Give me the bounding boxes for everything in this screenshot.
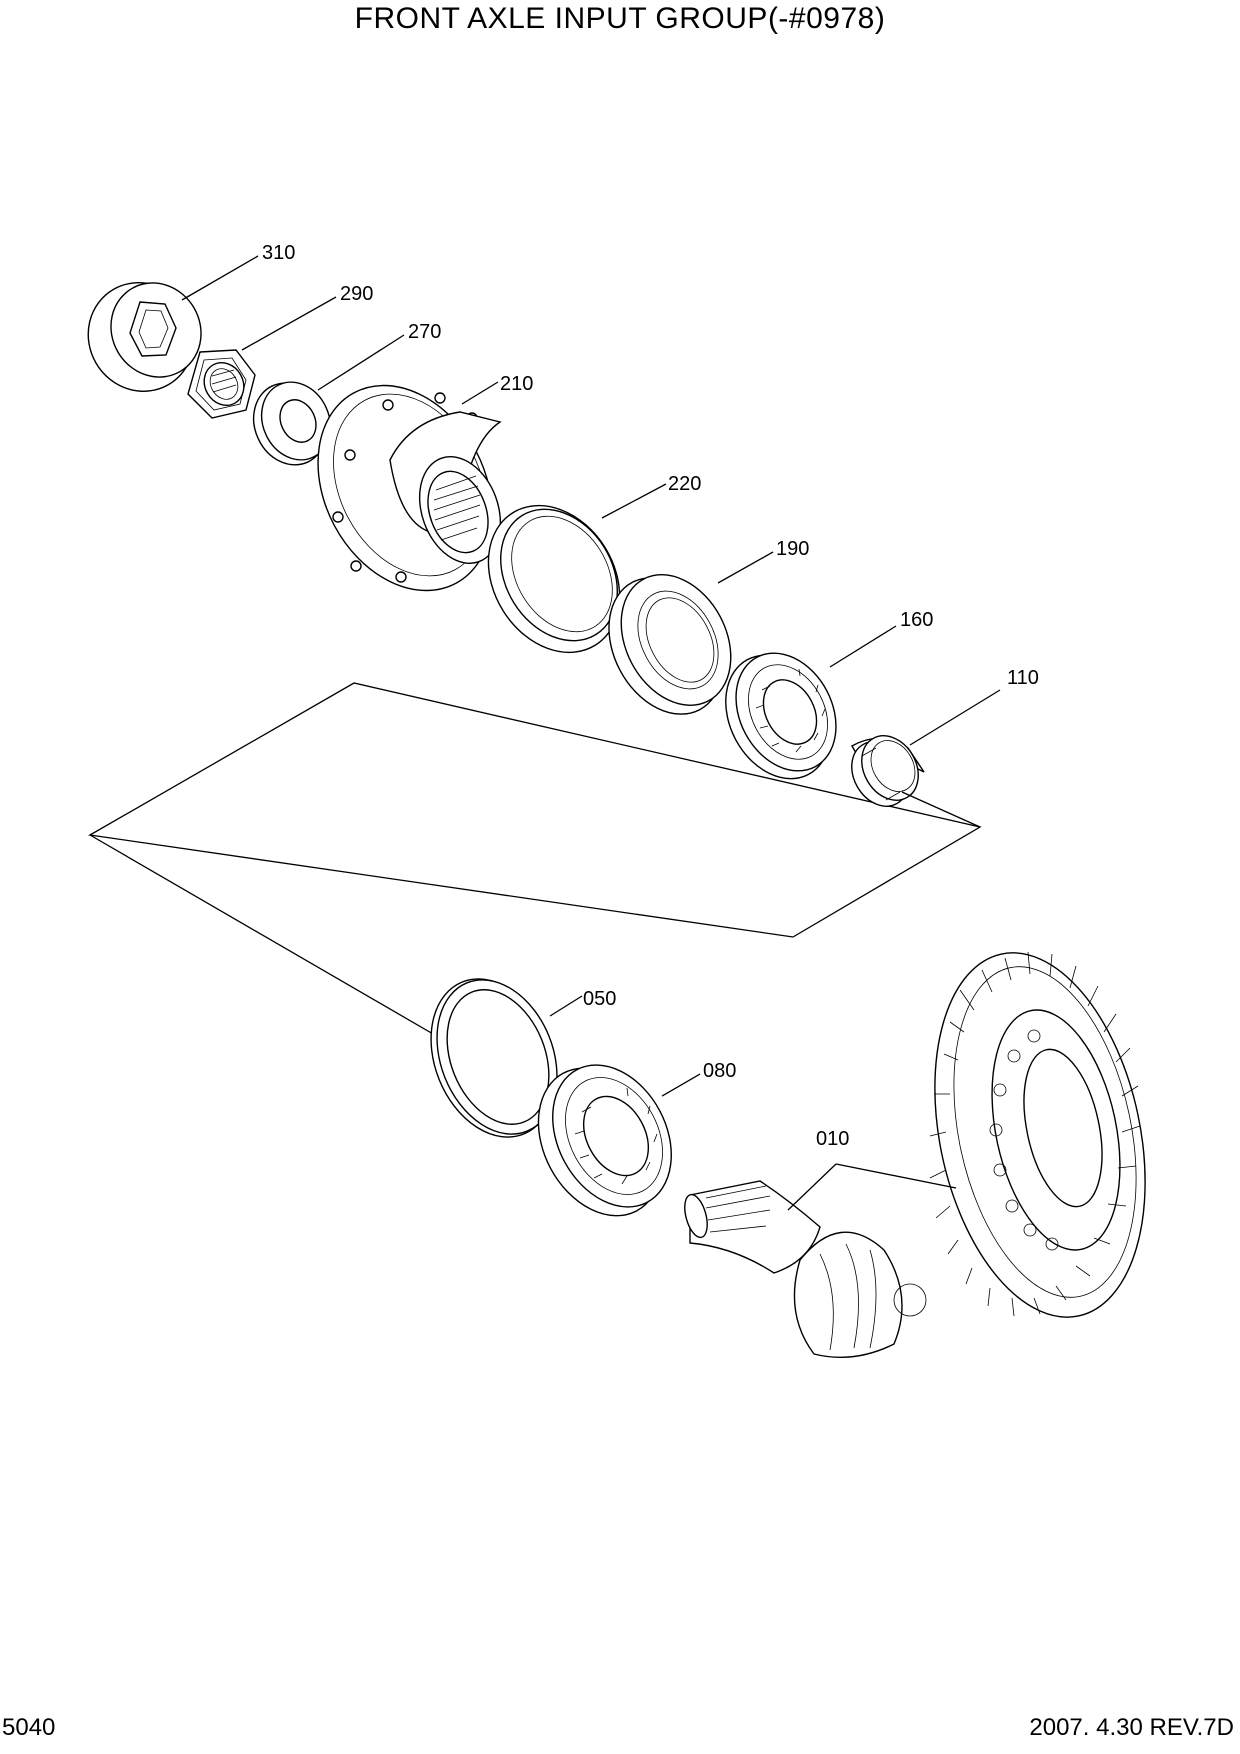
exploded-parts-diagram: 310 290 270 <box>68 242 1177 1358</box>
spacer-sleeve-icon <box>851 735 925 807</box>
bearing-cup-icon <box>608 574 732 715</box>
leader-line-group <box>89 834 441 1039</box>
part-label-310: 310 <box>262 242 295 264</box>
washer-icon <box>252 381 332 466</box>
part-080[interactable]: 080 <box>514 1044 736 1237</box>
cap-nut-cover-icon <box>87 282 202 392</box>
flange-icon <box>317 384 502 592</box>
part-label-160: 160 <box>900 609 933 631</box>
part-label-220: 220 <box>668 473 701 495</box>
part-220[interactable]: 220 <box>462 473 702 677</box>
part-190[interactable]: 190 <box>586 538 809 734</box>
bevel-gear-set-icon <box>684 951 1146 1358</box>
part-label-190: 190 <box>776 538 809 560</box>
part-label-050: 050 <box>583 988 616 1010</box>
page-title: FRONT AXLE INPUT GROUP(-#0978) <box>354 2 886 35</box>
page-number: 5040 <box>2 1714 56 1741</box>
part-010[interactable]: 010 <box>681 933 1177 1358</box>
part-label-080: 080 <box>703 1060 736 1082</box>
part-label-270: 270 <box>408 321 441 343</box>
shim-ring-icon <box>430 978 558 1138</box>
part-270[interactable]: 270 <box>241 321 442 477</box>
part-label-210: 210 <box>500 373 533 395</box>
part-label-110: 110 <box>1007 667 1039 689</box>
group-outline <box>88 682 982 938</box>
part-290[interactable]: 290 <box>187 283 373 419</box>
part-label-290: 290 <box>340 283 373 305</box>
part-210[interactable]: 210 <box>284 355 534 621</box>
seal-ring-icon <box>487 504 621 654</box>
part-050[interactable]: 050 <box>409 960 617 1156</box>
roller-bearing-icon <box>725 652 837 780</box>
part-label-010: 010 <box>816 1128 849 1150</box>
revision-date: 2007. 4.30 REV.7D <box>1029 1714 1234 1741</box>
part-160[interactable]: 160 <box>705 609 933 797</box>
part-310[interactable]: 310 <box>68 242 295 411</box>
roller-bearing-icon <box>537 1064 672 1217</box>
part-110[interactable]: 110 <box>840 667 1039 828</box>
hex-nut-icon <box>187 349 256 419</box>
